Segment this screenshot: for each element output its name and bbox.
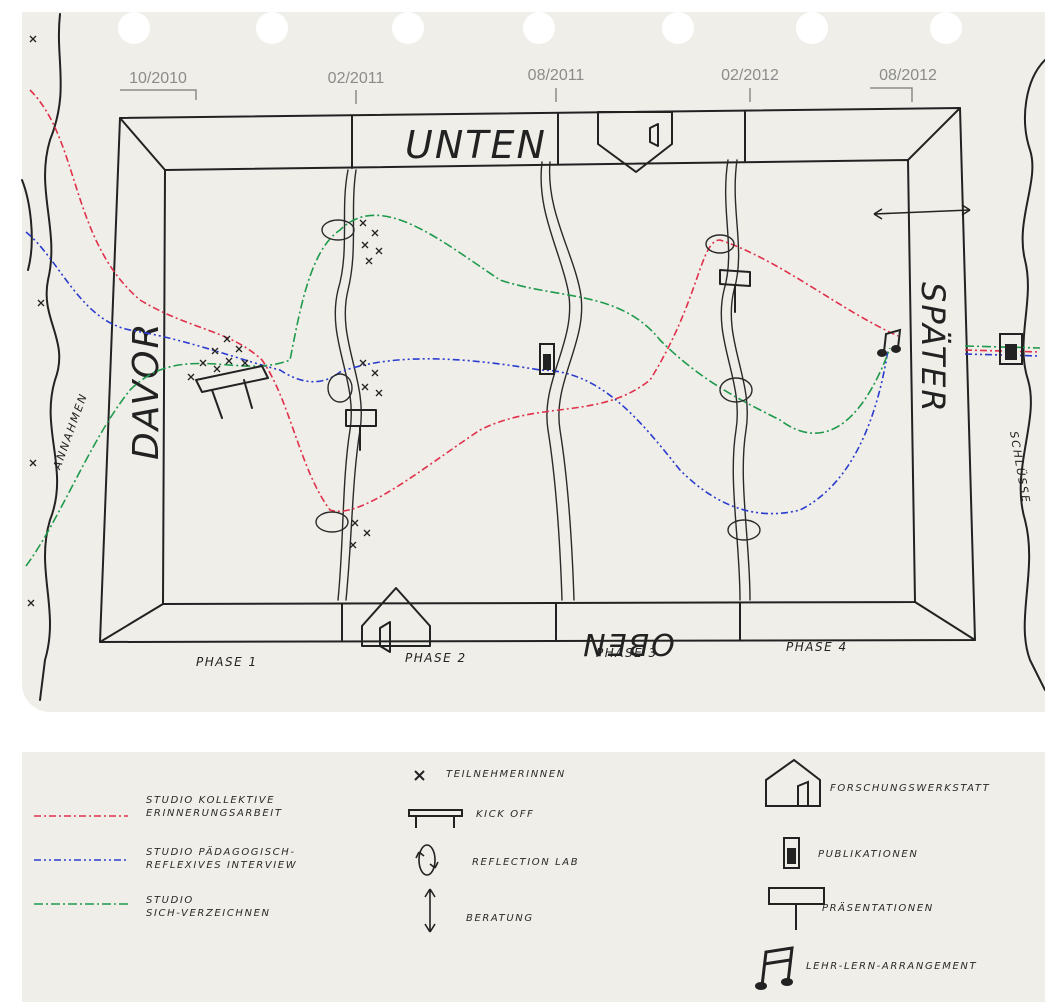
legend-studio-label: STUDIO PÄDAGOGISCH- REFLEXIVES INTERVIEW (146, 846, 297, 872)
legend-place-label: FORSCHUNGSWERKSTATT (830, 782, 990, 795)
phase-label: PHASE 3 (596, 646, 658, 660)
phase-label: PHASE 2 (405, 651, 467, 665)
legend-studio-label: STUDIO KOLLEKTIVE ERINNERUNGSARBEIT (146, 794, 283, 820)
music-notes-icon (752, 944, 798, 994)
timeline: 10/2010 02/2011 08/2011 02/2012 08/2012 (120, 67, 937, 104)
legend-place-label: PUBLIKATIONEN (818, 848, 918, 861)
legend-line-green (34, 896, 130, 912)
cycle-arrows-icon (414, 840, 440, 880)
legend-symbol-label: KICK OFF (476, 808, 534, 821)
margin-label-left: ANNAHMEN (50, 391, 90, 472)
double-arrow-icon (420, 886, 440, 936)
legend-symbol-label: BERATUNG (466, 912, 534, 925)
right-margin-coast (1021, 60, 1045, 690)
legend-symbol-label: REFLECTION LAB (472, 856, 579, 869)
frame (100, 108, 975, 642)
document-icon (782, 836, 802, 870)
date-label: 08/2012 (879, 67, 937, 84)
legend-place-label: LEHR-LERN-ARRANGEMENT (806, 960, 977, 973)
legend-symbol-label: TEILNEHMERINNEN (446, 768, 566, 781)
left-margin-coast (22, 14, 61, 700)
signboard-icon (766, 884, 828, 934)
legend-line-red (34, 808, 130, 824)
legend-line-blue (34, 852, 130, 868)
date-label: 02/2011 (328, 70, 385, 87)
house-icon (762, 756, 824, 810)
frame-label-left: DAVOR (126, 321, 167, 460)
bench-icon (406, 806, 466, 832)
double-arrow-icon (874, 205, 970, 219)
bench-icon (196, 366, 268, 418)
legend-place-label: PRÄSENTATIONEN (822, 902, 934, 915)
legend-studio-label: STUDIO SICH-VERZEICHNEN (146, 894, 271, 920)
binder-holes (118, 12, 962, 44)
date-label: 10/2010 (129, 70, 187, 87)
participants-crosses (28, 36, 382, 606)
phase-label: PHASE 4 (786, 640, 848, 654)
frame-label-top: UNTEN (405, 123, 547, 167)
phase-label: PHASE 1 (196, 655, 258, 669)
frame-label-right: SPÄTER (914, 282, 952, 414)
cross-icon (410, 766, 430, 786)
margin-label-right: SCHLÜSSE (1007, 430, 1033, 505)
house-icon (362, 112, 672, 652)
date-label: 02/2012 (721, 67, 779, 84)
cycle-arrows-icon (316, 220, 760, 540)
rivers (335, 160, 750, 600)
process-map: 10/2010 02/2011 08/2011 02/2012 08/2012 … (0, 0, 1045, 712)
date-label: 08/2011 (528, 67, 585, 84)
